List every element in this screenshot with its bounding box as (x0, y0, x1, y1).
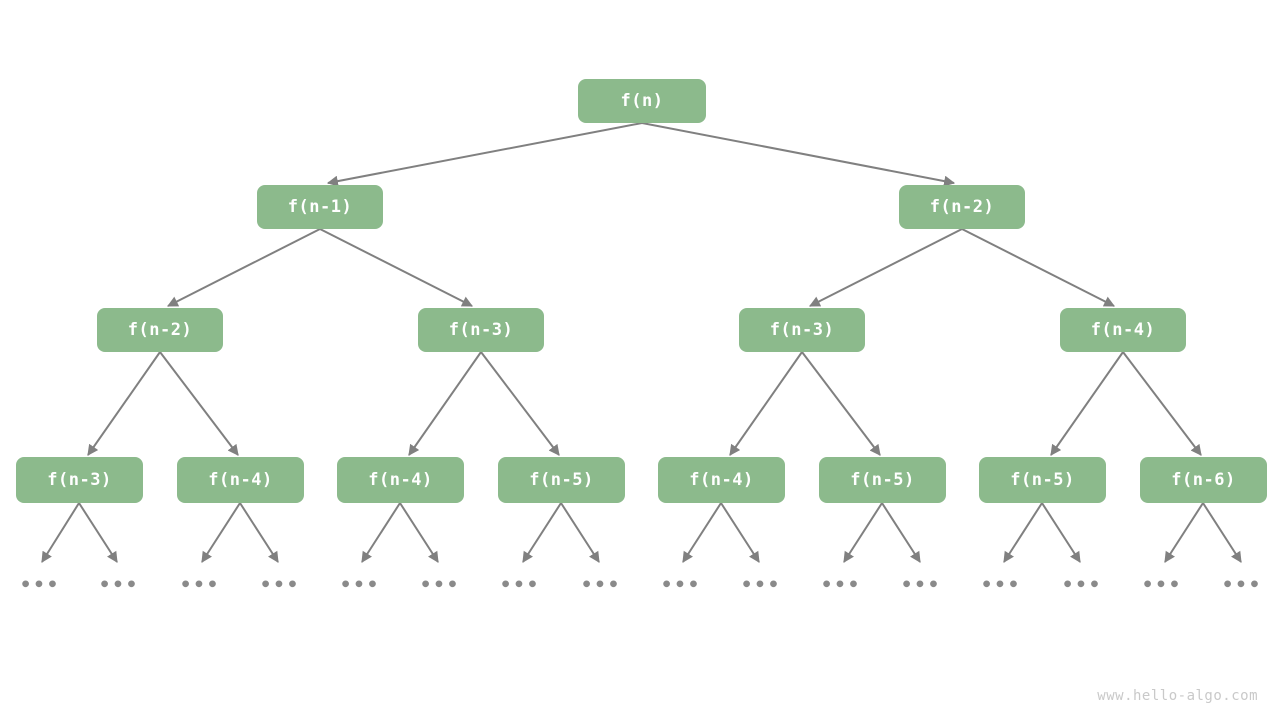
tree-edge (41, 502, 80, 563)
tree-edge (801, 351, 881, 456)
tree-edge (1050, 351, 1124, 456)
tree-edge (1202, 502, 1242, 563)
ellipsis-marker: ••• (259, 574, 301, 596)
tree-node[interactable]: f(n-3) (418, 308, 544, 352)
ellipsis-marker: ••• (1141, 574, 1183, 596)
tree-edge (682, 502, 722, 563)
tree-node[interactable]: f(n-2) (97, 308, 223, 352)
tree-edge (1164, 502, 1204, 563)
edge-layer (41, 122, 1242, 563)
tree-edge (167, 228, 321, 307)
tree-edge (87, 351, 161, 456)
ellipsis-marker: ••• (419, 574, 461, 596)
tree-node[interactable]: f(n-4) (177, 457, 304, 503)
tree-edge (480, 351, 560, 456)
ellipsis-marker: ••• (980, 574, 1022, 596)
tree-node[interactable]: f(n-5) (979, 457, 1106, 503)
tree-node[interactable]: f(n-4) (658, 457, 785, 503)
ellipsis-marker: ••• (1221, 574, 1263, 596)
tree-node[interactable]: f(n-3) (16, 457, 143, 503)
tree-node[interactable]: f(n) (578, 79, 706, 123)
tree-edge (881, 502, 921, 563)
tree-edge (522, 502, 562, 563)
tree-edge (641, 122, 956, 187)
tree-edge (961, 228, 1115, 307)
tree-edge (720, 502, 760, 563)
tree-edge (361, 502, 401, 563)
tree-edge (159, 351, 239, 456)
tree-node[interactable]: f(n-4) (337, 457, 464, 503)
ellipsis-marker: ••• (900, 574, 942, 596)
ellipsis-marker: ••• (1061, 574, 1103, 596)
ellipsis-marker: ••• (19, 574, 61, 596)
ellipsis-marker: ••• (339, 574, 381, 596)
tree-edge (201, 502, 241, 563)
tree-node[interactable]: f(n-3) (739, 308, 865, 352)
tree-edge (326, 122, 643, 187)
tree-node[interactable]: f(n-4) (1060, 308, 1186, 352)
ellipsis-marker: ••• (179, 574, 221, 596)
tree-node[interactable]: f(n-2) (899, 185, 1025, 229)
tree-edge (1003, 502, 1043, 563)
ellipsis-marker: ••• (820, 574, 862, 596)
tree-edge (809, 228, 963, 307)
tree-node[interactable]: f(n-5) (498, 457, 625, 503)
ellipsis-marker: ••• (499, 574, 541, 596)
tree-edge (1122, 351, 1202, 456)
tree-edge (843, 502, 883, 563)
tree-edge (408, 351, 482, 456)
tree-edge (78, 502, 118, 563)
watermark: www.hello-algo.com (1097, 688, 1258, 704)
tree-edge (729, 351, 803, 456)
tree-edge (399, 502, 439, 563)
tree-edge (239, 502, 279, 563)
tree-node[interactable]: f(n-5) (819, 457, 946, 503)
ellipsis-marker: ••• (740, 574, 782, 596)
tree-edge (560, 502, 600, 563)
tree-node[interactable]: f(n-1) (257, 185, 383, 229)
ellipsis-marker: ••• (580, 574, 622, 596)
ellipsis-marker: ••• (98, 574, 140, 596)
tree-node[interactable]: f(n-6) (1140, 457, 1267, 503)
tree-edge (1041, 502, 1081, 563)
ellipsis-marker: ••• (660, 574, 702, 596)
tree-edge (319, 228, 473, 307)
